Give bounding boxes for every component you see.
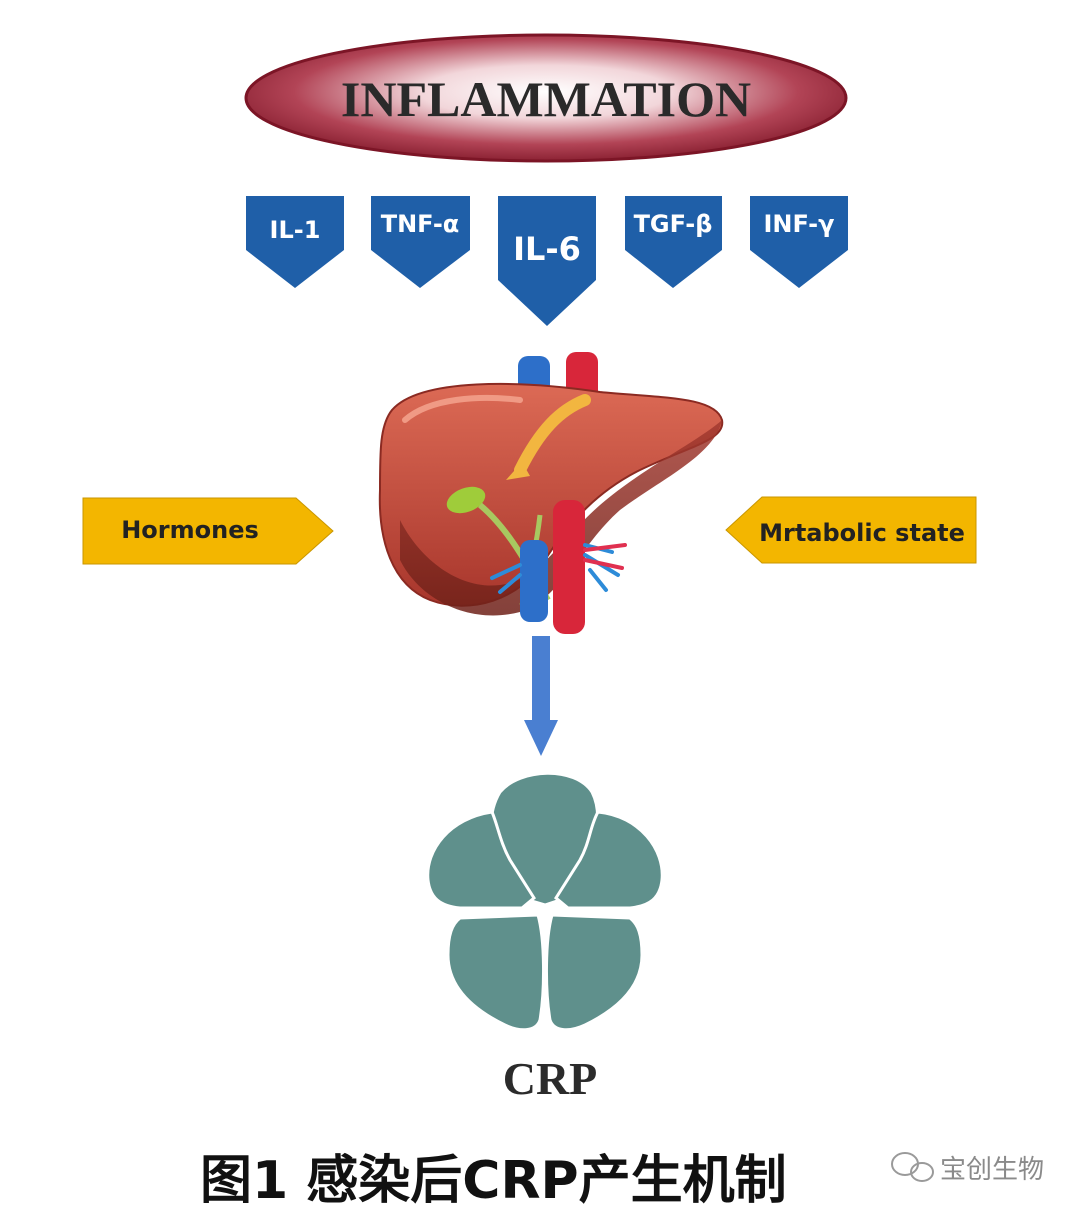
cytokine-arrow-tgf: TGF-β — [625, 196, 722, 288]
figure-caption: 图1 感染后CRP产生机制 — [200, 1151, 787, 1211]
cytokine-label-inf: INF-γ — [764, 210, 835, 238]
crp-label: CRP — [503, 1053, 598, 1104]
cytokine-arrow-il6: IL-6 — [498, 196, 596, 326]
cytokine-arrow-il1: IL-1 — [246, 196, 344, 288]
metabolic-state-arrow: Mrtabolic state — [725, 496, 977, 564]
cytokine-label-tnf: TNF-α — [381, 210, 460, 238]
inflammation-label: INFLAMMATION — [341, 71, 751, 127]
hormones-arrow: Hormones — [82, 497, 334, 565]
cytokine-label-il1: IL-1 — [270, 216, 321, 244]
inflammation-ellipse: INFLAMMATION — [244, 33, 848, 163]
cytokine-label-tgf: TGF-β — [634, 210, 713, 238]
cytokine-label-il6: IL-6 — [513, 230, 581, 268]
watermark: 宝创生物 — [891, 1152, 1044, 1185]
cytokine-arrow-tnf: TNF-α — [371, 196, 470, 288]
watermark-label: 宝创生物 — [940, 1155, 1044, 1185]
liver-icon — [378, 352, 724, 634]
flow-arrow-down — [524, 636, 558, 756]
hormones-label: Hormones — [121, 516, 259, 544]
metabolic-state-label: Mrtabolic state — [759, 519, 965, 547]
crp-pentamer-icon — [426, 771, 664, 1032]
wechat-icon — [891, 1152, 934, 1182]
cytokine-arrow-inf: INF-γ — [750, 196, 848, 288]
